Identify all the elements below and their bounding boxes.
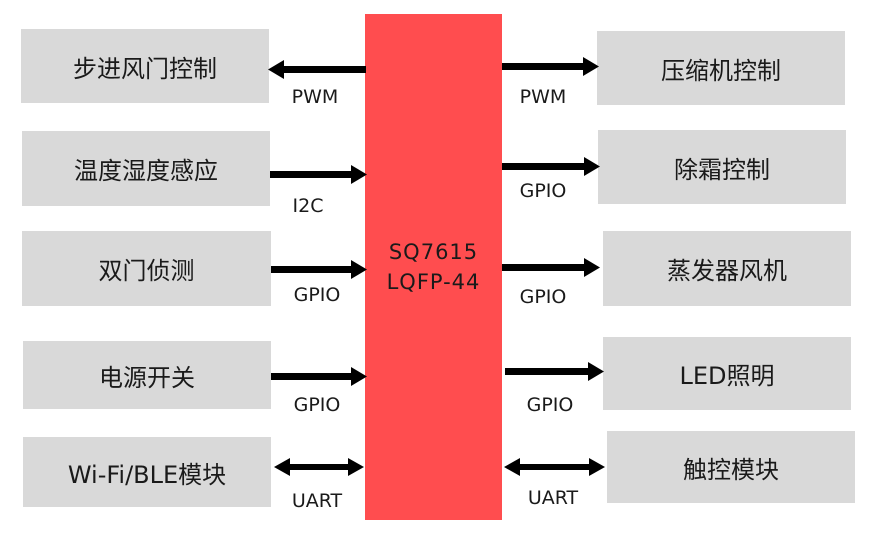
bus-label-left-pwm: PWM — [291, 86, 339, 108]
bus-label-left-i2c: I2C — [292, 195, 324, 217]
arrow-left-gpio-door — [271, 260, 367, 279]
box-power-switch: 电源开关 — [23, 341, 271, 409]
arrow-left-gpio-power — [271, 367, 367, 386]
box-label: LED照明 — [679, 362, 775, 390]
box-label: Wi-Fi/BLE模块 — [67, 460, 227, 489]
arrow-right-gpio-defrost — [502, 157, 600, 176]
box-led-lighting: LED照明 — [603, 337, 851, 410]
bus-label-right-gpio-led: GPIO — [526, 394, 574, 416]
box-defrost: 除霜控制 — [598, 130, 846, 204]
bus-label-right-uart: UART — [527, 487, 579, 509]
mcu-chip: SQ7615 LQFP-44 — [365, 14, 502, 520]
box-temp-humidity: 温度湿度感应 — [22, 131, 270, 206]
box-label: 电源开关 — [99, 363, 195, 392]
box-evaporator-fan: 蒸发器风机 — [603, 231, 851, 306]
box-label: 除霜控制 — [674, 155, 770, 184]
box-label: 触控模块 — [683, 455, 779, 484]
bus-label-left-gpio-door: GPIO — [293, 284, 341, 306]
box-label: 温度湿度感应 — [74, 157, 218, 185]
box-wifi-ble: Wi-Fi/BLE模块 — [23, 437, 271, 507]
box-stepper-damper: 步进风门控制 — [21, 29, 269, 103]
arrow-right-uart — [504, 458, 605, 476]
box-label: 步进风门控制 — [73, 54, 217, 83]
chip-package: LQFP-44 — [386, 270, 481, 294]
arrow-left-uart — [274, 458, 364, 476]
arrow-left-pwm — [268, 60, 366, 79]
box-door-detect: 双门侦测 — [22, 231, 271, 306]
chip-model: SQ7615 — [388, 240, 479, 264]
box-compressor: 压缩机控制 — [597, 31, 845, 105]
bus-label-right-gpio-fan: GPIO — [519, 286, 567, 308]
bus-label-right-gpio-defrost: GPIO — [519, 180, 567, 202]
arrow-right-gpio-led — [505, 362, 604, 381]
bus-label-right-pwm: PWM — [519, 86, 567, 108]
box-touch-module: 触控模块 — [607, 431, 855, 503]
bus-label-left-uart: UART — [291, 490, 343, 512]
box-label: 压缩机控制 — [661, 56, 781, 85]
arrow-right-gpio-fan — [502, 258, 600, 277]
arrow-right-pwm — [502, 57, 599, 76]
arrow-left-i2c — [270, 165, 367, 184]
bus-label-left-gpio-power: GPIO — [293, 394, 341, 416]
box-label: 蒸发器风机 — [667, 257, 787, 285]
box-label: 双门侦测 — [98, 257, 195, 285]
